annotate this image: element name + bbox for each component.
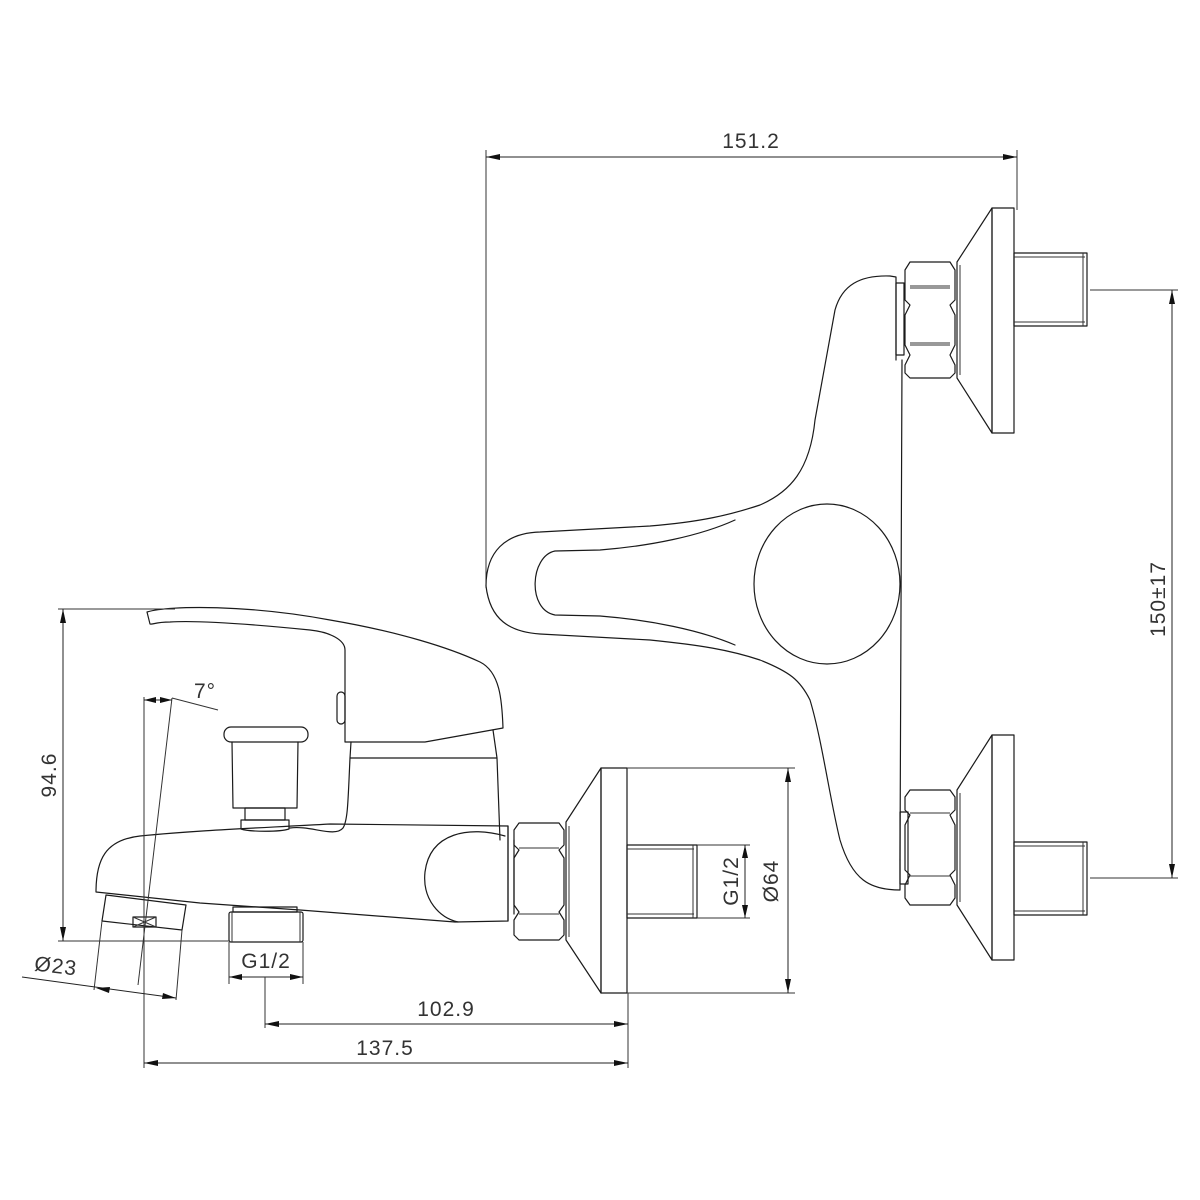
dimension-height: 94.6 xyxy=(38,608,230,942)
label-overall-width: 151.2 xyxy=(722,130,780,153)
cartridge-boss xyxy=(424,831,506,923)
bottom-inlet-pipe xyxy=(1013,841,1088,916)
dimension-aerator-diameter: Ø23 xyxy=(21,920,183,1001)
label-spout-angle: 7° xyxy=(194,680,216,703)
body-edge xyxy=(899,359,903,861)
label-aerator-diameter: Ø23 xyxy=(33,953,78,981)
bottom-nut xyxy=(899,789,956,906)
cartridge-housing xyxy=(349,729,501,841)
lever-lower-outline xyxy=(485,585,901,891)
lever-handle-outline xyxy=(485,275,897,587)
dimension-outlet-to-wall: 102.9 xyxy=(264,977,629,1068)
dimension-outlet-thread: G1/2 xyxy=(228,942,304,984)
top-flange xyxy=(956,207,1015,434)
side-nut xyxy=(513,822,565,941)
lever-inner-cutout xyxy=(534,519,736,646)
dimension-spout-to-wall: 137.5 xyxy=(144,1037,628,1066)
bottom-flange xyxy=(956,734,1015,961)
label-inlet-spacing: 150±17 xyxy=(1147,561,1170,637)
side-flange xyxy=(565,767,628,994)
dimension-spout-angle: 7° xyxy=(137,680,219,1068)
side-inlet-pipe xyxy=(626,844,698,919)
dimension-flange-diameter: Ø64 xyxy=(627,767,795,994)
label-spout-to-wall: 137.5 xyxy=(356,1037,414,1060)
outlet-thread xyxy=(228,906,304,943)
dimension-inlet-thread: G1/2 xyxy=(697,844,750,919)
label-flange-diameter: Ø64 xyxy=(760,860,783,903)
spout-body xyxy=(95,823,509,923)
cartridge-neck xyxy=(289,757,351,833)
label-height: 94.6 xyxy=(38,753,61,798)
top-inlet-pipe xyxy=(1013,252,1088,327)
diverter-knob xyxy=(223,726,309,832)
label-inlet-thread: G1/2 xyxy=(720,856,743,906)
cartridge-body xyxy=(753,503,901,665)
dimension-overall-width: 151.2 xyxy=(486,130,1017,160)
lever-pivot xyxy=(336,691,346,725)
dimension-inlet-spacing: 150±17 xyxy=(1090,289,1178,879)
top-view: 151.2 150±17 xyxy=(485,130,1178,961)
side-view: 94.6 7° Ø23 G1/2 xyxy=(21,606,795,1068)
side-lever xyxy=(146,606,504,743)
label-outlet-thread: G1/2 xyxy=(241,950,291,973)
label-outlet-to-wall: 102.9 xyxy=(417,998,475,1021)
top-nut xyxy=(895,261,956,379)
